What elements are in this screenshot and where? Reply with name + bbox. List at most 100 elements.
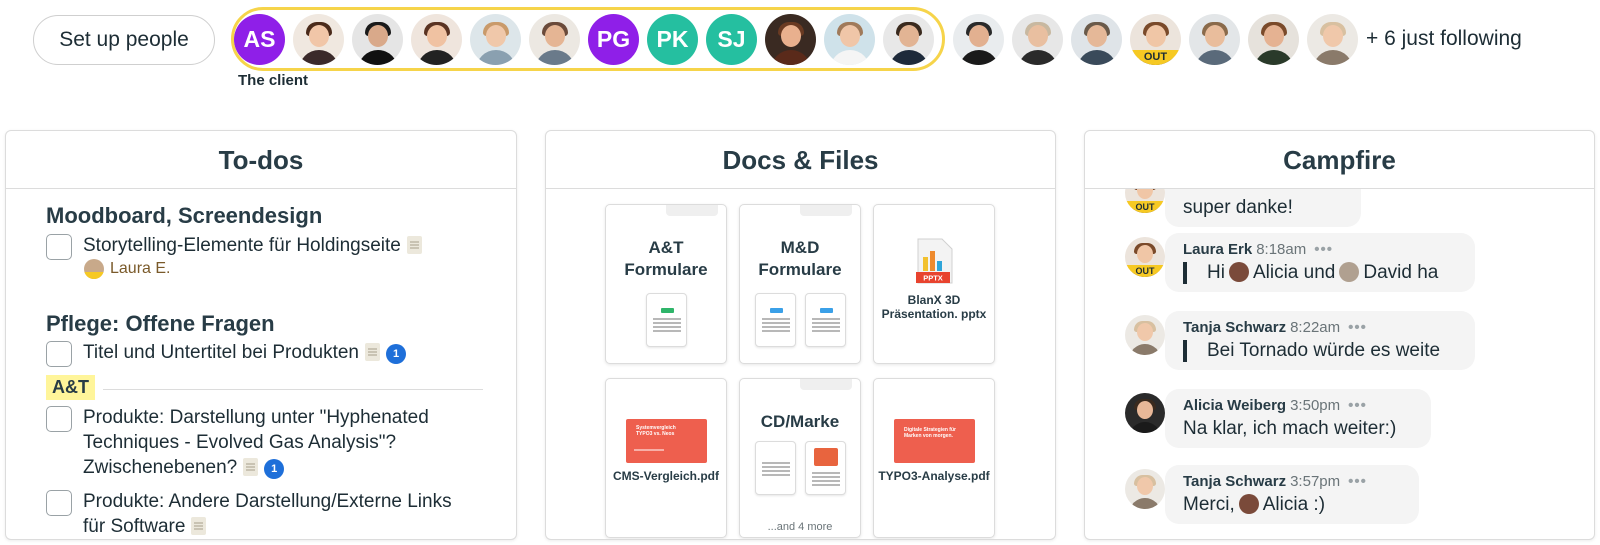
todo-checkbox[interactable]	[46, 490, 72, 516]
message-avatar[interactable]	[1125, 315, 1165, 355]
todos-title[interactable]: To-dos	[6, 131, 516, 189]
avatar-client-11[interactable]	[824, 14, 875, 65]
mention-avatar	[1339, 262, 1360, 282]
avatar-client-6[interactable]	[529, 14, 580, 65]
pdf-preview-thumbnail: Systemvergleich TYPO3 vs. Neos	[626, 419, 707, 463]
folder-tile-md-formulare[interactable]: M&D Formulare	[739, 204, 861, 364]
todo-item: Storytelling-Elemente für Holdingseite	[46, 233, 486, 260]
file-name: BlanX 3D Präsentation. pptx	[881, 293, 987, 321]
out-badge: OUT	[1125, 201, 1165, 213]
message-avatar[interactable]: OUT	[1125, 189, 1165, 213]
avatar-client-3[interactable]	[352, 14, 403, 65]
todos-card: To-dos Moodboard, Screendesign Storytell…	[5, 130, 517, 540]
avatar-team-2[interactable]	[1012, 14, 1063, 65]
message-text: Merci,Alicia :)	[1183, 494, 1326, 515]
set-up-people-button[interactable]: Set up people	[33, 15, 215, 65]
todo-group-moodboard[interactable]: Moodboard, Screendesign	[46, 203, 323, 228]
avatar-client-2[interactable]	[293, 14, 344, 65]
avatar-client-1[interactable]: AS	[234, 14, 285, 65]
comment-count-badge: 1	[386, 344, 407, 364]
avatar-initials: PK	[656, 26, 689, 52]
folder-tile-cd-marke[interactable]: CD/Marke ...and 4 more	[739, 378, 861, 538]
todo-checkbox[interactable]	[46, 234, 72, 260]
file-thumbnail	[755, 293, 796, 347]
message-menu-icon[interactable]: •••	[1348, 397, 1367, 414]
avatar-team-6[interactable]	[1248, 14, 1299, 65]
message-avatar[interactable]: OUT	[1125, 237, 1165, 277]
avatar-client-10[interactable]	[765, 14, 816, 65]
file-tile-cms-vergleich[interactable]: Systemvergleich TYPO3 vs. Neos CMS-Vergl…	[605, 378, 727, 538]
message-menu-icon[interactable]: •••	[1348, 319, 1367, 336]
campfire-title[interactable]: Campfire	[1085, 131, 1594, 189]
todo-group-pflege[interactable]: Pflege: Offene Fragen	[46, 311, 275, 336]
avatar-team-5[interactable]	[1189, 14, 1240, 65]
todo-text[interactable]: Produkte: Andere Darstellung/Externe Lin…	[83, 491, 452, 537]
campfire-message: OUT super danke!	[1125, 189, 1361, 227]
svg-text:PPTX: PPTX	[923, 274, 943, 283]
message-text: Na klar, ich mach weiter:)	[1183, 418, 1397, 439]
avatar-client-8[interactable]: PK	[647, 14, 698, 65]
folder-title: A&T Formulare	[624, 238, 708, 279]
file-tile-blanx-pptx[interactable]: PPTX BlanX 3D Präsentation. pptx	[873, 204, 995, 364]
message-menu-icon[interactable]: •••	[1314, 241, 1334, 258]
file-tile-typo3-analyse[interactable]: Digitale Strategien für Marken von morge…	[873, 378, 995, 538]
docs-body: A&T Formulare M&D Formulare PPTX	[546, 189, 1055, 539]
avatar-client-12[interactable]	[883, 14, 934, 65]
todo-item: Produkte: Darstellung unter "Hyphenated …	[46, 405, 476, 480]
avatar-initials: AS	[243, 26, 276, 52]
message-menu-icon[interactable]: •••	[1348, 473, 1367, 490]
file-thumbnail	[805, 441, 846, 495]
avatar-client-5[interactable]	[470, 14, 521, 65]
docs-title[interactable]: Docs & Files	[546, 131, 1055, 189]
message-time: 8:18am	[1256, 241, 1307, 258]
message-time: 8:22am	[1290, 319, 1341, 336]
todo-checkbox[interactable]	[46, 406, 72, 432]
notes-icon	[243, 458, 259, 476]
avatar-client-9[interactable]: SJ	[706, 14, 757, 65]
client-group-label: The client	[238, 72, 309, 89]
file-thumbnail	[646, 293, 687, 347]
message-author: Alicia Weiberg	[1183, 397, 1287, 414]
message-time: 3:57pm	[1290, 473, 1341, 490]
todo-section-label: A&T	[46, 375, 95, 400]
todo-text[interactable]: Produkte: Darstellung unter "Hyphenated …	[83, 407, 429, 478]
avatar-team-3[interactable]	[1071, 14, 1122, 65]
assignee-name: Laura E.	[110, 260, 171, 277]
avatar-initials: SJ	[717, 26, 746, 52]
todo-item: Produkte: Andere Darstellung/Externe Lin…	[46, 489, 476, 539]
client-group-outline	[231, 7, 945, 71]
more-files-link[interactable]: ...and 4 more	[767, 521, 833, 533]
message-bubble[interactable]: super danke!	[1165, 189, 1361, 227]
todo-text[interactable]: Titel und Untertitel bei Produkten	[83, 342, 360, 363]
comment-count-badge: 1	[264, 459, 285, 479]
todo-checkbox[interactable]	[46, 341, 72, 367]
folder-title: CD/Marke	[760, 412, 840, 431]
todos-body: Moodboard, Screendesign Storytelling-Ele…	[6, 189, 516, 539]
out-badge: OUT	[1130, 50, 1181, 65]
avatar-team-1[interactable]	[953, 14, 1004, 65]
message-author: Laura Erk	[1183, 241, 1253, 258]
avatar-client-7[interactable]: PG	[588, 14, 639, 65]
section-divider	[103, 389, 483, 390]
folder-tile-at-formulare[interactable]: A&T Formulare	[605, 204, 727, 364]
avatar-team-4[interactable]: OUT	[1130, 14, 1181, 65]
message-avatar[interactable]	[1125, 393, 1165, 433]
mention-avatar	[1228, 262, 1249, 282]
out-badge: OUT	[1125, 265, 1165, 277]
todo-assignee[interactable]: Laura E.	[84, 259, 170, 279]
message-avatar[interactable]	[1125, 469, 1165, 509]
avatar-client-4[interactable]	[411, 14, 462, 65]
notes-icon	[365, 343, 381, 361]
avatar-team-7[interactable]	[1307, 14, 1358, 65]
notes-icon	[191, 517, 207, 535]
just-following-link[interactable]: + 6 just following	[1366, 27, 1522, 50]
todo-text[interactable]: Storytelling-Elemente für Holdingseite	[83, 235, 401, 256]
